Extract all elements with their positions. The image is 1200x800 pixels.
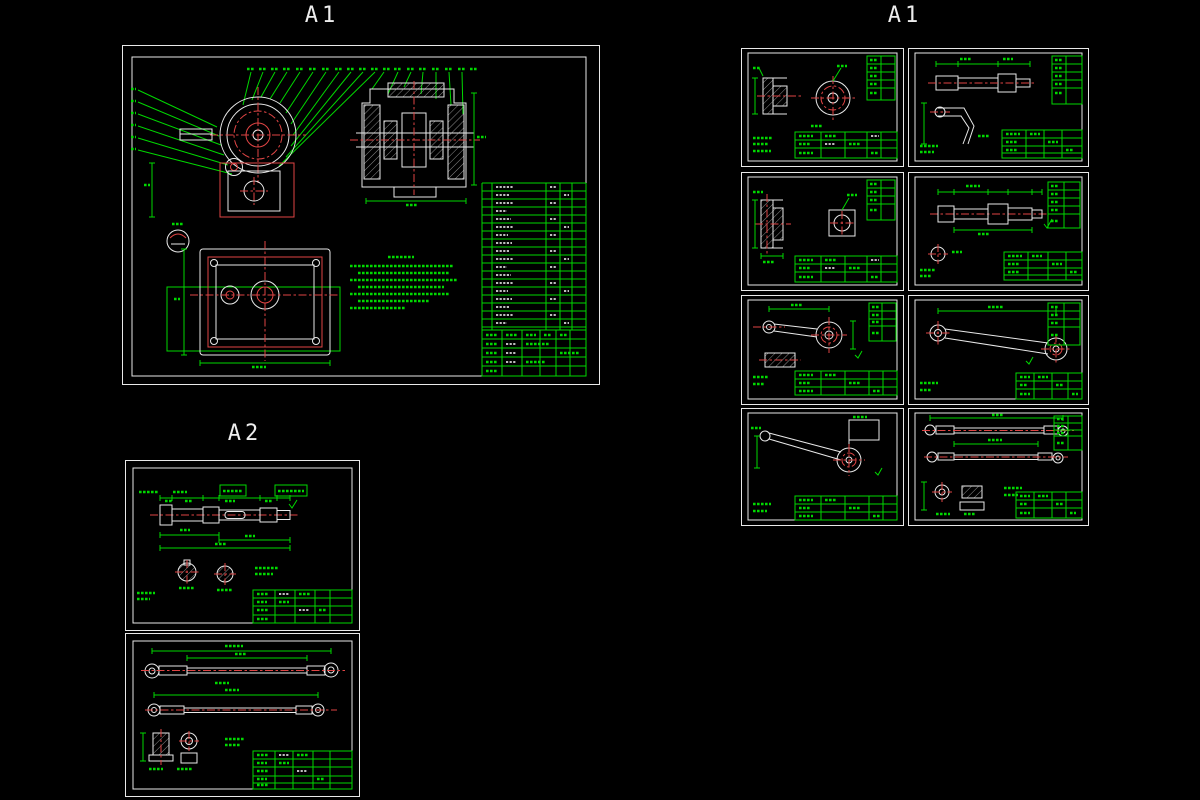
sheet-inner-frame <box>132 640 353 790</box>
sheet-size-label-right-a1[interactable]: A1 <box>887 3 923 28</box>
shaft-view <box>930 184 1053 236</box>
title-block <box>481 329 587 377</box>
flange-section-view <box>757 77 803 115</box>
part-drawing-sheet-2[interactable] <box>908 48 1089 167</box>
notes-text <box>753 375 769 386</box>
part-drawing-sheet-4[interactable] <box>908 172 1089 291</box>
spec-table <box>868 302 897 342</box>
arm-view <box>759 415 883 476</box>
dimensions <box>921 57 1031 145</box>
sheet-border <box>122 45 600 385</box>
notes-text <box>753 502 771 513</box>
spec-table <box>1047 302 1081 346</box>
sheet-border <box>125 460 360 631</box>
parts-list-table <box>481 182 587 330</box>
title-block <box>1015 491 1083 519</box>
title-block <box>794 131 898 159</box>
shaft-section-views <box>175 559 236 592</box>
pin-view <box>928 73 1036 93</box>
lever-view <box>753 317 847 353</box>
title-block <box>252 750 353 790</box>
rod-end-detail-views <box>140 729 245 771</box>
gear-section-view <box>755 194 791 254</box>
tie-rod-2 <box>924 438 1068 464</box>
part-drawing-sheet-7[interactable] <box>741 408 904 526</box>
title-block <box>794 370 898 396</box>
part-drawing-sheet-8[interactable] <box>908 408 1089 526</box>
flange-front-view <box>811 76 855 120</box>
sheet-border <box>125 633 360 797</box>
end-detail-view <box>928 244 962 264</box>
block-part-view <box>828 193 857 237</box>
gearbox-section-view <box>350 81 486 207</box>
dimensions <box>768 303 863 359</box>
header-annotations <box>139 484 308 497</box>
sheet-inner-frame <box>132 467 353 624</box>
boss-section-view <box>759 352 801 368</box>
detail-view-a <box>166 222 190 253</box>
title-block <box>794 255 898 283</box>
dimensions <box>752 64 847 128</box>
housing-front-view <box>144 87 306 218</box>
title-block <box>252 589 353 624</box>
title-block <box>794 495 898 521</box>
spec-table <box>1047 181 1081 229</box>
notes-text <box>920 268 936 278</box>
part-drawing-sheet-5[interactable] <box>741 295 904 405</box>
dimensions <box>752 190 784 264</box>
lever-view <box>926 321 1071 364</box>
shaft-main-view <box>150 495 300 551</box>
bent-lever-view <box>930 106 975 145</box>
spec-table <box>1051 55 1083 105</box>
part-drawing-sheet-3[interactable] <box>741 172 904 291</box>
dimensions <box>937 305 1057 365</box>
title-block <box>1001 129 1083 159</box>
title-block <box>1003 251 1083 281</box>
notes-text <box>753 136 773 153</box>
spec-table <box>866 55 896 101</box>
assembly-drawing-sheet-a1[interactable] <box>122 45 600 385</box>
title-block <box>1015 372 1083 400</box>
tie-rod-drawing-sheet-a2-bottom[interactable] <box>125 633 360 797</box>
housing-top-view <box>166 241 341 369</box>
dimensions <box>751 426 761 469</box>
shaft-drawing-sheet-a2-top[interactable] <box>125 460 360 631</box>
part-drawing-sheet-6[interactable] <box>908 295 1089 405</box>
technical-notes-text <box>350 255 458 310</box>
rod-end-detail <box>921 481 1022 516</box>
spec-table <box>1053 415 1083 451</box>
sheet-size-label-left-a1[interactable]: A1 <box>304 3 340 28</box>
tie-rod-assembly-2 <box>145 688 337 717</box>
tie-rod-assembly-1 <box>141 644 345 685</box>
notes-text <box>920 144 938 154</box>
tie-rod-1 <box>922 413 1074 437</box>
spec-table <box>866 179 896 221</box>
part-drawing-sheet-1[interactable] <box>741 48 904 167</box>
notes-text <box>920 381 938 392</box>
side-notes-text <box>137 566 279 601</box>
sheet-size-label-a2[interactable]: A2 <box>227 421 263 446</box>
